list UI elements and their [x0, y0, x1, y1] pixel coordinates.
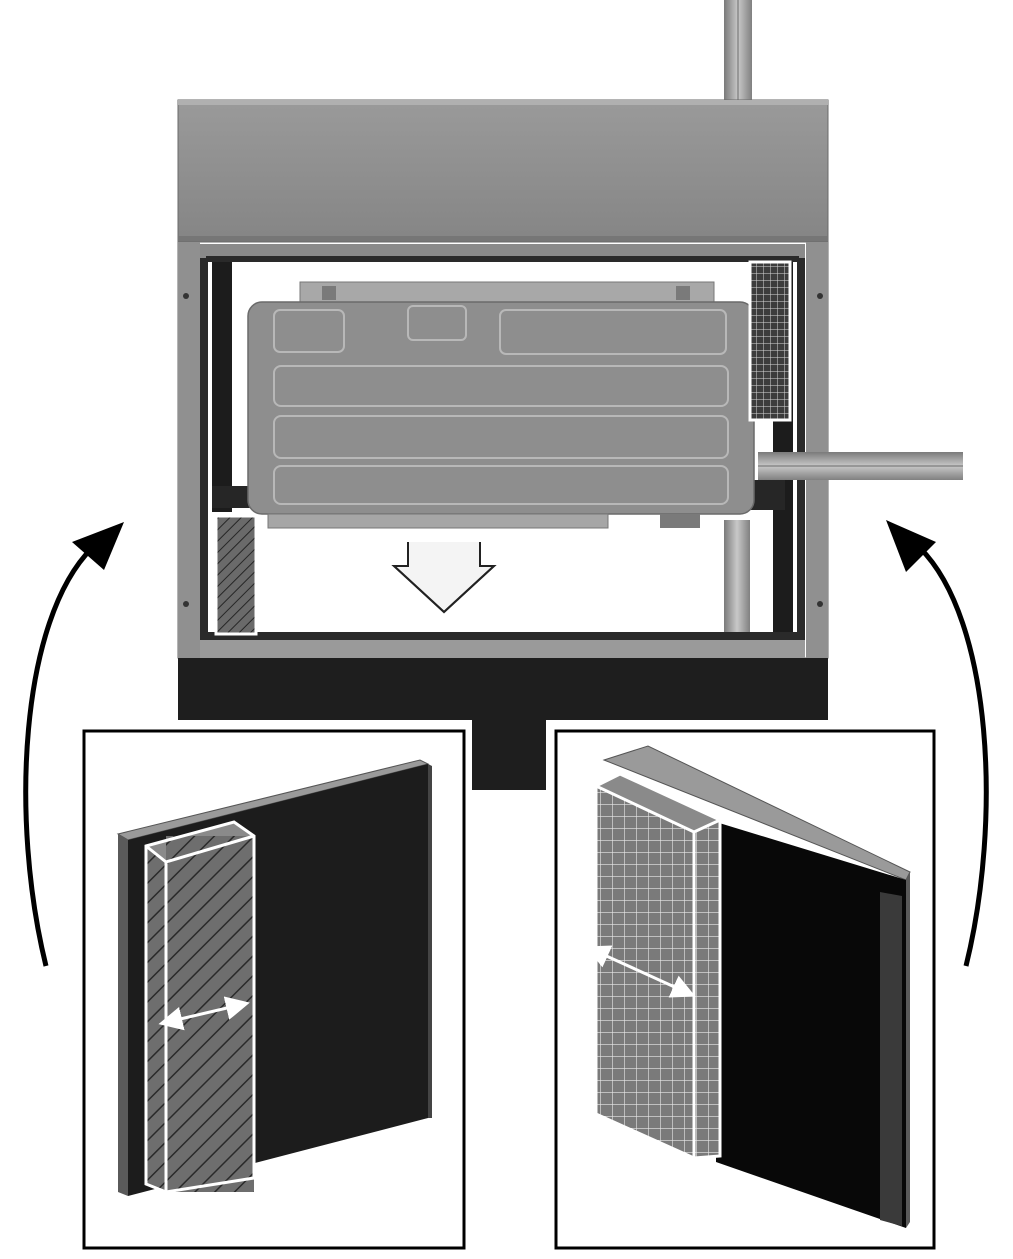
grid-mesh-filter: [594, 772, 722, 1160]
vertical-pipe: [724, 0, 752, 110]
right-inset-panel: [554, 729, 936, 1250]
double-headed-arrow-icon: [158, 996, 250, 1031]
air-handler-unit: [247, 281, 755, 529]
curved-arrow-up-icon: [23, 522, 124, 967]
curved-arrow-up-icon: [886, 520, 989, 967]
right-filter-slot: [748, 260, 792, 422]
left-inset-panel: [82, 729, 466, 1250]
left-filter-slot: [214, 514, 258, 636]
double-headed-arrow-icon: [585, 945, 696, 998]
hood-base: [178, 658, 828, 720]
hood-top-panel: [177, 99, 829, 243]
horizontal-pipe: [758, 452, 963, 480]
hood-assembly: [177, 0, 963, 790]
diagonal-hatch-filter: [144, 820, 256, 1194]
